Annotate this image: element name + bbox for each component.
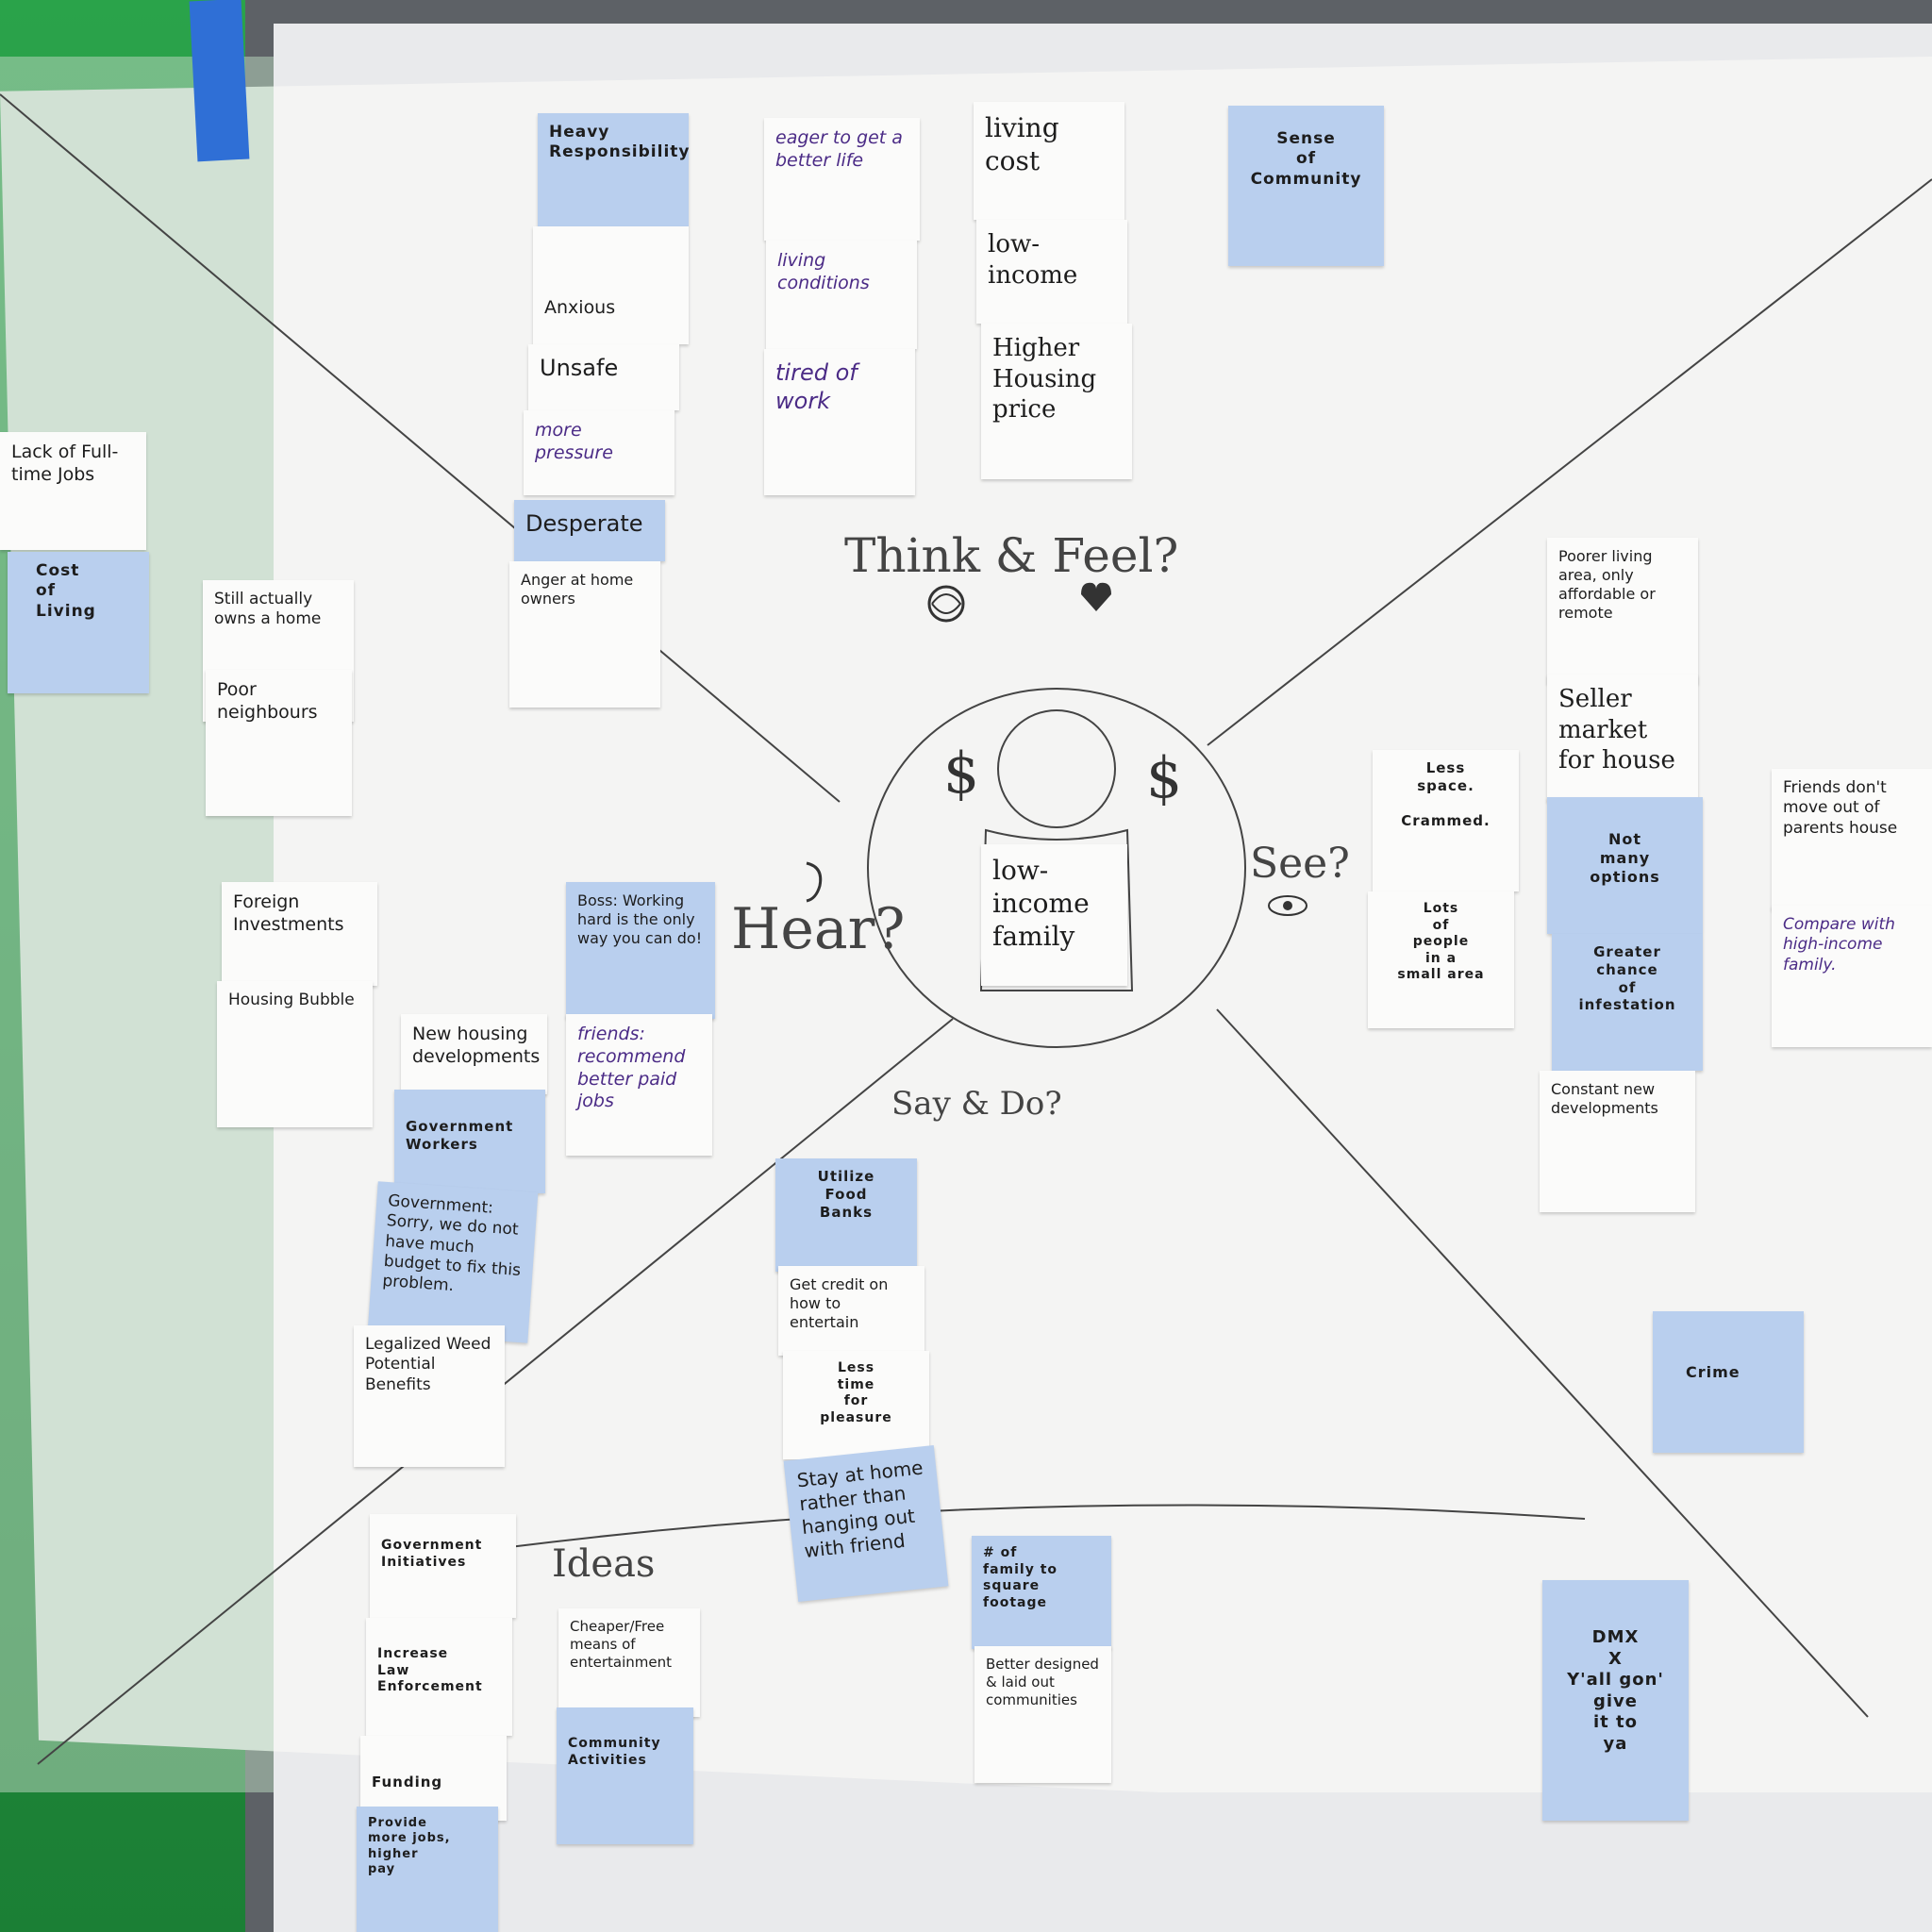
note-not-many-options: Not many options bbox=[1547, 797, 1703, 934]
note-legalized-weed: Legalized Weed Potential Benefits bbox=[354, 1325, 505, 1467]
note-stay-at-home: Stay at home rather than hanging out wit… bbox=[783, 1445, 949, 1602]
note-friends-better-paid: friends: recommend better paid jobs bbox=[566, 1014, 712, 1156]
note-lots-of-people: Lots of people in a small area bbox=[1368, 891, 1514, 1028]
note-living-conditions: living conditions bbox=[766, 241, 917, 349]
note-get-credit: Get credit on how to entertain bbox=[778, 1266, 924, 1356]
note-increase-law-enforcement: Increase Law Enforcement bbox=[366, 1618, 512, 1736]
svg-text:$: $ bbox=[1146, 745, 1182, 811]
note-more-pressure: more pressure bbox=[524, 410, 675, 495]
svg-text:$: $ bbox=[943, 741, 979, 807]
note-eager-better-life: eager to get a better life bbox=[764, 118, 920, 241]
note-poorer-living-area: Poorer living area, only affordable or r… bbox=[1547, 538, 1698, 684]
heading-hear: Hear? bbox=[731, 896, 906, 962]
note-new-housing-developments: New housing developments bbox=[401, 1014, 547, 1094]
note-government-initiatives: Government Initiatives bbox=[370, 1514, 516, 1618]
note-housing-bubble: Housing Bubble bbox=[217, 981, 373, 1127]
note-friends-dont-move-out: Friends don't move out of parents house bbox=[1772, 769, 1932, 910]
note-desperate: Desperate bbox=[514, 500, 665, 561]
note-greater-chance-infestation: Greater chance of infestation bbox=[1552, 934, 1703, 1071]
heading-say-do: Say & Do? bbox=[891, 1085, 1062, 1123]
note-anger-home-owners: Anger at home owners bbox=[509, 561, 660, 708]
note-lack-full-time-jobs: Lack of Full-time Jobs bbox=[0, 432, 146, 550]
heading-see: See? bbox=[1250, 840, 1350, 888]
note-constant-new-developments: Constant new developments bbox=[1540, 1071, 1695, 1212]
scribble-brain-icon bbox=[927, 585, 965, 623]
note-living-cost: living cost bbox=[974, 102, 1124, 220]
note-tired-of-work: tired of work bbox=[764, 349, 915, 495]
note-heavy-responsibility: Heavy Responsibility bbox=[538, 113, 690, 226]
note-government-workers: Government Workers bbox=[394, 1090, 545, 1193]
ear-icon bbox=[806, 861, 823, 903]
note-utilize-food-banks: Utilize Food Banks bbox=[775, 1158, 917, 1272]
heading-think-feel: Think & Feel? bbox=[844, 528, 1179, 583]
note-foreign-investments: Foreign Investments bbox=[222, 882, 377, 986]
note-less-time-for-pleasure: Less time for pleasure bbox=[783, 1351, 929, 1459]
note-poor-neighbours: Poor neighbours bbox=[206, 670, 352, 816]
note-anxious: Anxious bbox=[533, 226, 689, 344]
note-cost-of-living: Cost of Living bbox=[8, 552, 149, 693]
note-seller-market: Seller market for house bbox=[1547, 675, 1698, 802]
note-higher-housing-price: Higher Housing price bbox=[981, 324, 1132, 479]
eye-icon bbox=[1268, 895, 1307, 916]
note-sense-of-community: Sense of Community bbox=[1228, 106, 1384, 266]
note-provide-more-jobs: Provide more jobs, higher pay bbox=[357, 1807, 498, 1932]
note-less-space-crammed: Less space. Crammed. bbox=[1373, 750, 1519, 891]
note-dmx: DMX X Y'all gon' give it to ya bbox=[1542, 1580, 1689, 1821]
heart-icon bbox=[1081, 582, 1111, 611]
heading-ideas: Ideas bbox=[552, 1542, 656, 1586]
note-boss-working-hard: Boss: Working hard is the only way you c… bbox=[566, 882, 715, 1019]
note-government-budget: Government: Sorry, we do not have much b… bbox=[367, 1181, 539, 1343]
note-unsafe: Unsafe bbox=[528, 344, 679, 410]
note-community-activities: Community Activities bbox=[557, 1707, 693, 1844]
note-low-income: low-income bbox=[976, 220, 1127, 324]
note-cheaper-free-entertainment: Cheaper/Free means of entertainment bbox=[558, 1608, 700, 1717]
note-crime: Crime bbox=[1653, 1311, 1804, 1453]
note-family-to-square-footage: # of family to square footage bbox=[972, 1536, 1111, 1649]
note-better-designed-communities: Better designed & laid out communities bbox=[974, 1646, 1111, 1783]
note-compare-high-income: Compare with high-income family. bbox=[1772, 906, 1932, 1047]
center-persona-note: low-income family bbox=[981, 844, 1127, 986]
